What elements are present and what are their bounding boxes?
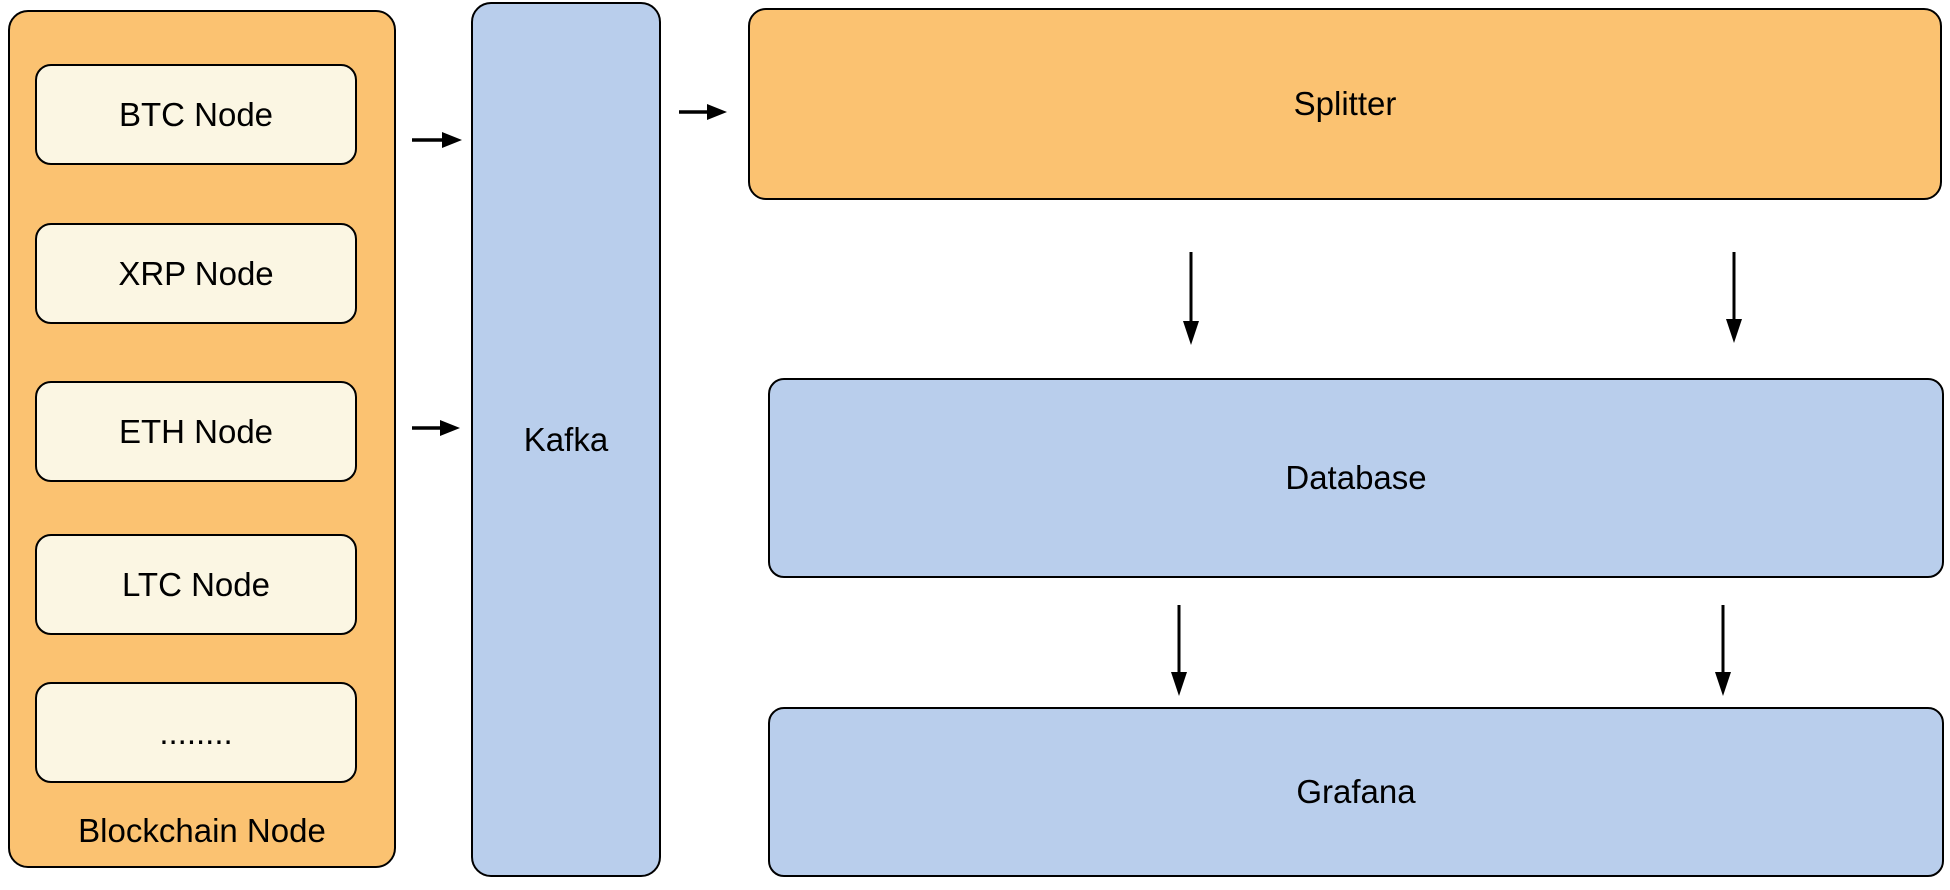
arrow-splitter-to-database-right-icon xyxy=(1726,252,1742,343)
arrow-kafka-to-splitter-icon xyxy=(679,104,727,120)
node-eth-label: ETH Node xyxy=(118,412,274,450)
node-kafka: Kafka xyxy=(471,2,661,877)
node-splitter-label: Splitter xyxy=(1293,85,1397,122)
node-database: Database xyxy=(768,378,1944,578)
node-ltc: LTC Node xyxy=(35,534,357,635)
node-btc: BTC Node xyxy=(35,64,357,165)
arrow-eth-to-kafka-icon xyxy=(412,420,460,436)
node-ltc-label: LTC Node xyxy=(122,565,270,603)
node-xrp-label: XRP Node xyxy=(118,254,274,292)
node-ellipsis: ........ xyxy=(35,682,357,783)
arrow-splitter-to-database-left-icon xyxy=(1183,252,1199,345)
node-btc-label: BTC Node xyxy=(118,95,274,133)
node-kafka-label: Kafka xyxy=(523,420,609,458)
node-grafana: Grafana xyxy=(768,707,1944,877)
blockchain-group-label: Blockchain Node xyxy=(78,812,326,849)
node-ellipsis-label: ........ xyxy=(159,713,233,751)
arrow-database-to-grafana-left-icon xyxy=(1171,605,1187,696)
node-database-label: Database xyxy=(1285,459,1427,496)
node-eth: ETH Node xyxy=(35,381,357,482)
arrow-database-to-grafana-right-icon xyxy=(1715,605,1731,696)
blockchain-node-group: BTC Node XRP Node ETH Node LTC Node ....… xyxy=(8,10,396,868)
arrow-btc-to-kafka-icon xyxy=(412,132,462,148)
node-xrp: XRP Node xyxy=(35,223,357,324)
node-splitter: Splitter xyxy=(748,8,1942,200)
node-grafana-label: Grafana xyxy=(1296,773,1416,810)
